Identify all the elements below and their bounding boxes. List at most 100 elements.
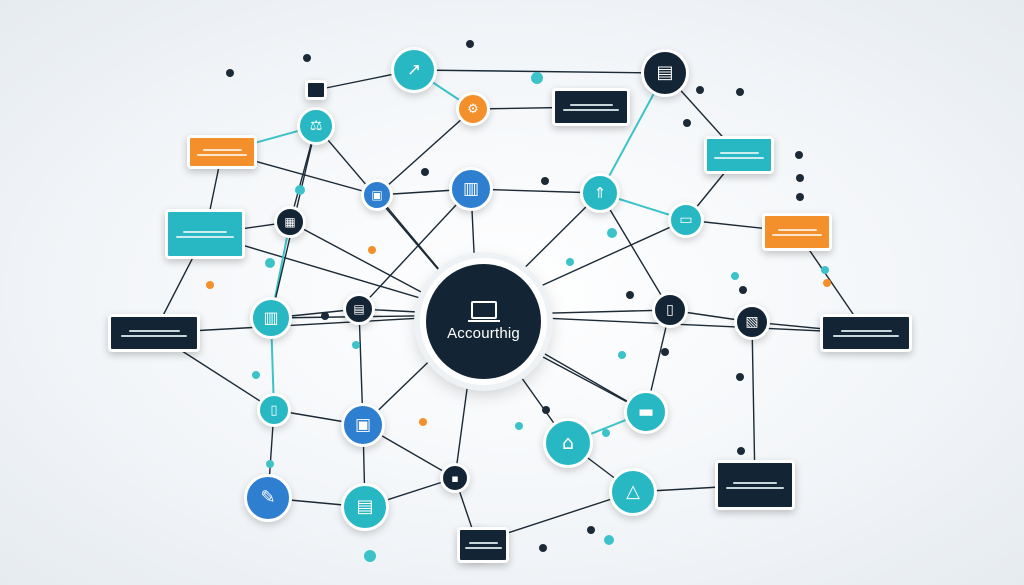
node-home: ⌂ bbox=[543, 418, 593, 468]
connection-line bbox=[413, 69, 666, 74]
phone-icon: ▯ bbox=[666, 302, 674, 318]
node-tablet: ▯ bbox=[257, 393, 291, 427]
node-stats: ▤ bbox=[641, 49, 689, 97]
node-phone: ▯ bbox=[652, 292, 688, 328]
connector-dot bbox=[696, 86, 704, 94]
node-pen: ✎ bbox=[244, 474, 292, 522]
document-icon: ▤ bbox=[353, 302, 365, 316]
placeholder-text-line bbox=[777, 228, 817, 231]
connector-dot bbox=[602, 429, 610, 437]
placeholder-text-line bbox=[719, 151, 759, 154]
connector-dot bbox=[226, 69, 234, 77]
info-box bbox=[762, 213, 832, 251]
connector-dot bbox=[736, 88, 744, 96]
node-calculator: ▦ bbox=[274, 206, 306, 238]
scale-icon: ⚖ bbox=[309, 118, 323, 134]
placeholder-text-line bbox=[468, 541, 498, 544]
connector-dot bbox=[419, 418, 427, 426]
connector-dot bbox=[796, 174, 804, 182]
file-icon: ▥ bbox=[263, 308, 279, 327]
info-box bbox=[187, 135, 257, 169]
node-scale: ⚖ bbox=[297, 107, 335, 145]
calculator-icon: ▦ bbox=[284, 215, 296, 229]
connector-dot bbox=[206, 281, 214, 289]
connector-dot bbox=[796, 193, 804, 201]
pen-icon: ✎ bbox=[260, 487, 276, 508]
node-monitor: ▭ bbox=[668, 202, 704, 238]
node-clipboard: ▥ bbox=[449, 167, 493, 211]
placeholder-text-line bbox=[726, 486, 784, 489]
placeholder-text-line bbox=[464, 546, 502, 549]
node-file: ▥ bbox=[250, 297, 292, 339]
connector-dot bbox=[466, 40, 474, 48]
node-ruler: △ bbox=[609, 468, 657, 516]
connector-dot bbox=[739, 286, 747, 294]
connector-dot bbox=[539, 544, 547, 552]
connector-dot bbox=[321, 312, 329, 320]
node-briefcase: ▣ bbox=[361, 179, 393, 211]
connection-line bbox=[599, 192, 671, 311]
node-card: ▬ bbox=[624, 390, 668, 434]
connector-dot bbox=[626, 291, 634, 299]
placeholder-text-line bbox=[121, 334, 187, 337]
node-terminal: ▪ bbox=[440, 463, 470, 493]
connector-dot bbox=[531, 72, 543, 84]
placeholder-text-line bbox=[176, 235, 234, 238]
info-box bbox=[704, 136, 774, 174]
connector-dot bbox=[541, 177, 549, 185]
placeholder-text-line bbox=[714, 156, 764, 159]
connection-line bbox=[751, 321, 756, 486]
connector-dot bbox=[795, 151, 803, 159]
connector-dot bbox=[566, 258, 574, 266]
connector-dot bbox=[352, 341, 360, 349]
connector-dot bbox=[604, 535, 614, 545]
connector-dot bbox=[421, 168, 429, 176]
chart-icon: ↗ bbox=[406, 59, 422, 80]
info-box bbox=[715, 460, 795, 510]
connector-dot bbox=[542, 406, 550, 414]
connector-dot bbox=[265, 258, 275, 268]
node-receipt: ▧ bbox=[734, 304, 770, 340]
node-graph: ⇑ bbox=[580, 173, 620, 213]
connector-dot bbox=[587, 526, 595, 534]
node-chart: ↗ bbox=[391, 47, 437, 93]
connection-line bbox=[376, 108, 474, 196]
connector-dot bbox=[303, 54, 311, 62]
placeholder-text-line bbox=[202, 148, 242, 151]
stats-icon: ▤ bbox=[656, 62, 674, 83]
center-hub-label: Accourthig bbox=[447, 325, 520, 342]
monitor-icon: ▭ bbox=[679, 212, 693, 228]
connector-dot bbox=[607, 228, 617, 238]
info-box bbox=[457, 527, 509, 563]
connector-dot bbox=[252, 371, 260, 379]
center-hub-accounting: Accourthig bbox=[420, 258, 547, 385]
info-box bbox=[108, 314, 200, 352]
connector-dot bbox=[736, 373, 744, 381]
briefcase-icon: ▣ bbox=[371, 188, 383, 202]
node-gear: ⚙ bbox=[456, 92, 490, 126]
info-box bbox=[552, 88, 630, 126]
connector-dot bbox=[737, 447, 745, 455]
card-icon: ▬ bbox=[637, 401, 655, 422]
info-box bbox=[820, 314, 912, 352]
receipt-icon: ▧ bbox=[745, 314, 759, 330]
connector-dot bbox=[266, 460, 274, 468]
connector-dot bbox=[823, 279, 831, 287]
connector-dot bbox=[295, 185, 305, 195]
connector-dot bbox=[368, 246, 376, 254]
gear-icon: ⚙ bbox=[467, 101, 479, 117]
connector-dot bbox=[364, 550, 376, 562]
laptop-icon bbox=[467, 301, 500, 322]
ruler-icon: △ bbox=[626, 481, 640, 502]
terminal-icon: ▪ bbox=[451, 471, 459, 485]
placeholder-text-line bbox=[128, 329, 180, 332]
home-icon: ⌂ bbox=[561, 431, 575, 454]
node-document: ▤ bbox=[343, 293, 375, 325]
connector-dot bbox=[683, 119, 691, 127]
connector-dot bbox=[821, 266, 829, 274]
clipboard-icon: ▥ bbox=[462, 178, 480, 199]
connector-dot bbox=[731, 272, 739, 280]
cube-icon: ▣ bbox=[354, 414, 372, 435]
node-cube: ▣ bbox=[341, 403, 385, 447]
